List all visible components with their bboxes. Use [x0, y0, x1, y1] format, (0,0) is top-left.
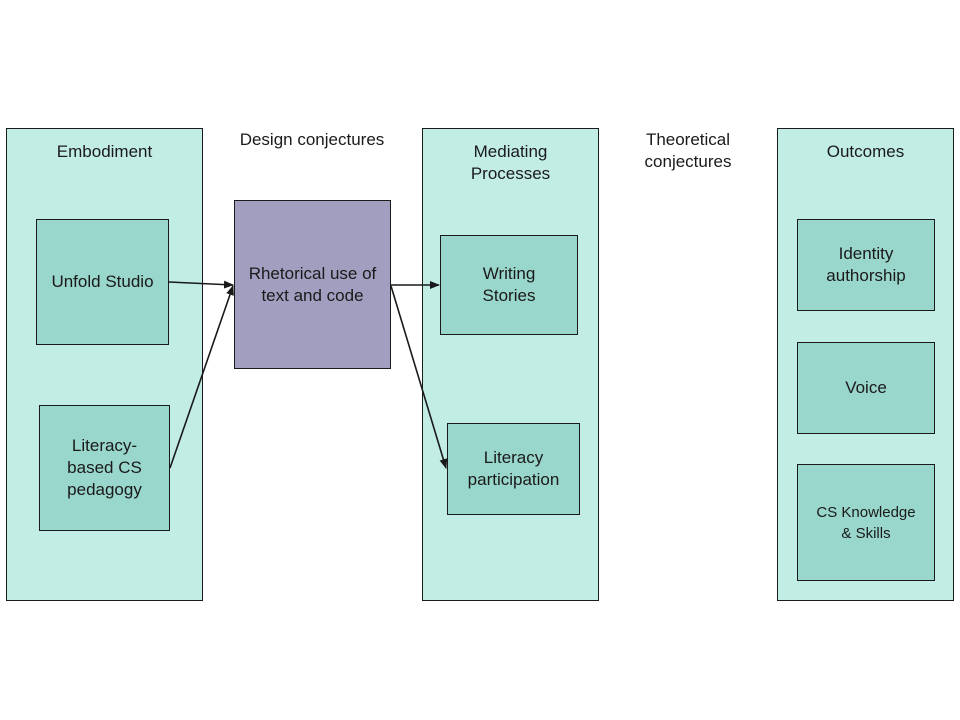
unfold-studio-box: Unfold Studio [36, 219, 169, 345]
rhetorical-use-box: Rhetorical use of text and code [234, 200, 391, 369]
writing-stories-box: Writing Stories [440, 235, 578, 335]
design-conjectures-label: Design conjectures [239, 130, 385, 149]
embodiment-title: Embodiment [56, 142, 153, 161]
mediating-processes-title: Mediating Processes [470, 142, 551, 183]
mediating-processes-column: Mediating Processes [422, 128, 599, 601]
arrow-rhetorical-to-participation [390, 285, 448, 469]
outcomes-title: Outcomes [826, 142, 905, 161]
voice-box: Voice [797, 342, 935, 434]
cs-knowledge-box: CS Knowledge & Skills [797, 464, 935, 581]
arrow-unfold-to-rhetorical [168, 280, 234, 289]
identity-authorship-box: Identity authorship [797, 219, 935, 311]
arrow-pedagogy-to-rhetorical [169, 285, 234, 469]
literacy-participation-box: Literacy participation [447, 423, 580, 515]
theoretical-conjectures-label: Theoretical conjectures [644, 130, 732, 171]
literacy-cs-pedagogy-box: Literacy-based CS pedagogy [39, 405, 170, 531]
